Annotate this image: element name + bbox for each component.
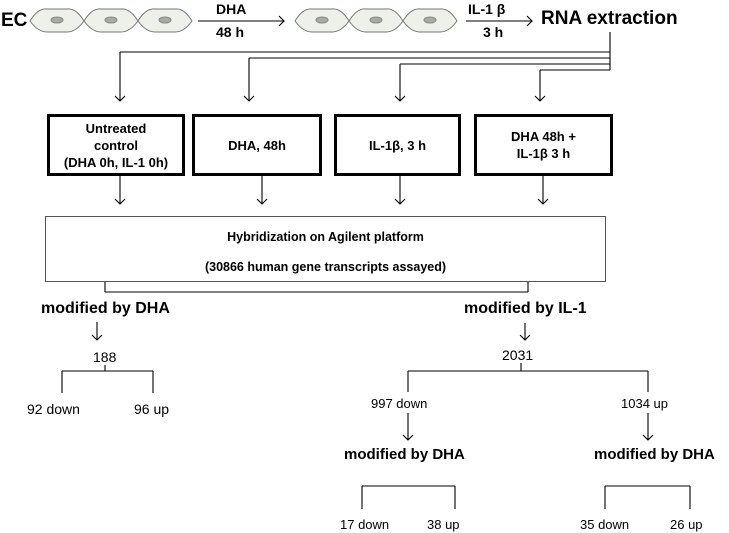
condition-box-il1: IL-1β, 3 h bbox=[334, 114, 461, 176]
il1-label: IL-1 β bbox=[468, 1, 506, 17]
up-sub-up-count: 26 up bbox=[670, 517, 703, 532]
modified-by-dha-label: modified by DHA bbox=[41, 300, 170, 317]
hybridization-subtitle: (30866 human gene transcripts assayed) bbox=[204, 260, 447, 274]
cell-row-left bbox=[29, 8, 193, 33]
down-modified-by-dha-label: modified by DHA bbox=[344, 446, 465, 463]
il1-up-count: 1034 up bbox=[621, 396, 668, 411]
down-sub-up-count: 38 up bbox=[427, 517, 460, 532]
condition-line: Untreated bbox=[85, 120, 147, 136]
condition-line: (DHA 0h, IL-1 0h) bbox=[63, 154, 169, 170]
condition-line: IL-1β, 3 h bbox=[368, 137, 427, 153]
dha-label: DHA bbox=[216, 1, 247, 17]
condition-line: DHA, 48h bbox=[228, 137, 286, 153]
condition-line: control bbox=[93, 137, 139, 153]
condition-line: IL-1β 3 h bbox=[516, 146, 571, 161]
il1-time-label: 3 h bbox=[483, 24, 504, 40]
dha-down-count: 92 down bbox=[27, 401, 80, 417]
dha-time-label: 48 h bbox=[216, 24, 245, 40]
ec-label: EC bbox=[1, 10, 28, 31]
down-sub-down-count: 17 down bbox=[340, 517, 390, 532]
up-sub-down-count: 35 down bbox=[580, 517, 630, 532]
condition-line: DHA 48h + bbox=[511, 129, 576, 144]
cell-row-right bbox=[294, 8, 458, 33]
il1-total-count: 2031 bbox=[502, 347, 534, 363]
modified-by-il1-label: modified by IL-1 bbox=[464, 300, 587, 317]
up-modified-by-dha-label: modified by DHA bbox=[594, 446, 715, 463]
rna-extraction-label: RNA extraction bbox=[541, 8, 678, 29]
dha-up-count: 96 up bbox=[134, 401, 170, 417]
hybridization-title: Hybridization on Agilent platform bbox=[227, 230, 424, 244]
condition-box-dha: DHA, 48h bbox=[192, 114, 322, 176]
hybridization-box: Hybridization on Agilent platform (30866… bbox=[45, 216, 606, 282]
il1-down-count: 997 down bbox=[371, 396, 428, 411]
condition-box-dha-il1: DHA 48h + IL-1β 3 h bbox=[474, 114, 613, 176]
condition-box-untreated: Untreated control (DHA 0h, IL-1 0h) bbox=[47, 114, 185, 176]
dha-total-count: 188 bbox=[93, 349, 117, 365]
